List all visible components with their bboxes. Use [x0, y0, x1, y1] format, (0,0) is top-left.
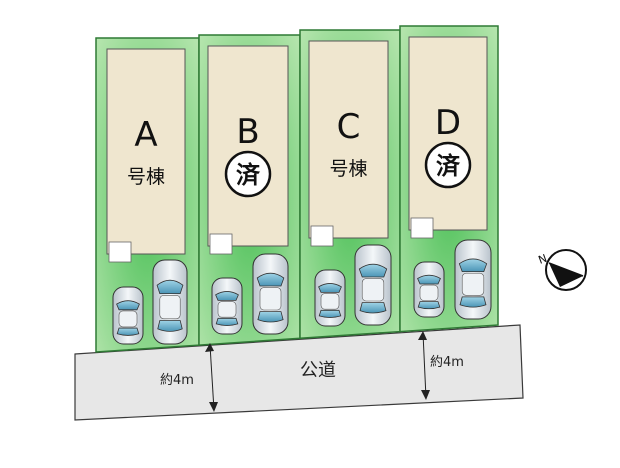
lot-letter: D — [435, 103, 461, 143]
lot-label: 号棟 — [127, 166, 165, 188]
house-footprint — [308, 40, 389, 239]
lot-letter: A — [134, 115, 157, 155]
house-footprint — [207, 45, 289, 247]
parked-car-icon — [413, 261, 445, 318]
entrance-box — [410, 217, 434, 239]
sold-mark-text: 済 — [436, 152, 461, 180]
parked-car-icon — [211, 277, 243, 335]
entrance-box — [209, 233, 233, 255]
lot-letter: B — [236, 112, 259, 152]
sold-mark-icon: 済 — [224, 150, 272, 198]
parked-car-icon — [314, 269, 346, 327]
parked-car-icon — [252, 253, 289, 335]
parked-car-icon — [454, 239, 492, 320]
house-footprint — [408, 36, 488, 231]
public-road — [74, 324, 524, 421]
north-arrow-icon: N — [537, 249, 587, 291]
parked-car-icon — [112, 286, 144, 345]
compass-letter: N — [537, 252, 549, 267]
house-footprint — [106, 48, 186, 255]
lot-b: B済 — [198, 34, 301, 346]
road-name-label: 公道 — [300, 360, 336, 381]
lot-c: C 号棟 — [299, 29, 401, 340]
road-width-right-label: 約4m — [430, 355, 464, 370]
road-width-left-label: 約4m — [160, 373, 194, 388]
entrance-box — [108, 241, 132, 263]
lot-d: D済 — [399, 25, 499, 333]
entrance-box — [310, 225, 334, 247]
road-width-right: 約4m — [418, 331, 464, 400]
lot-a: A 号棟 — [95, 37, 200, 353]
lot-label: 号棟 — [329, 158, 367, 180]
sold-mark-text: 済 — [236, 161, 261, 189]
parked-car-icon — [152, 259, 188, 345]
lot-letter: C — [337, 107, 361, 147]
parked-car-icon — [354, 244, 392, 326]
road-width-left: 約4m — [160, 343, 218, 412]
sold-mark-icon: 済 — [424, 141, 472, 189]
